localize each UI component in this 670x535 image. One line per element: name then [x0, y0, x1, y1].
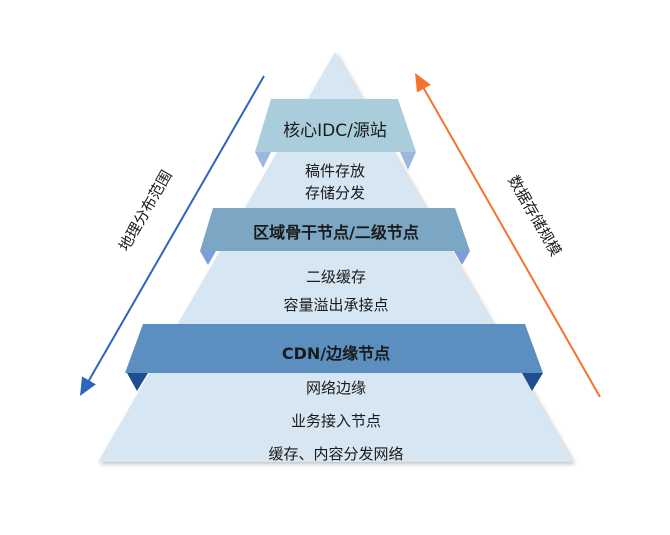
- tier-3-tab-left: [127, 373, 148, 391]
- tier-1-desc-2: 存储分发: [304, 184, 366, 202]
- tier-3-desc-2: 业务接入节点: [290, 412, 382, 430]
- tier-3-band: [125, 324, 543, 373]
- tier-1-tab-right: [400, 152, 416, 170]
- tier-1-tab-left: [255, 152, 271, 168]
- tier-2-desc-2: 容量溢出承接点: [283, 296, 389, 314]
- tier-2-desc-1: 二级缓存: [305, 268, 367, 286]
- tier-3-desc-3: 缓存、内容分发网络: [268, 445, 404, 463]
- tier-3-tab-right: [522, 373, 543, 391]
- storage-scale-arrow: [415, 73, 601, 398]
- tier-3-desc-1: 网络边缘: [305, 379, 367, 397]
- tier-2-tab-left: [200, 251, 216, 265]
- tier-3-title: CDN/边缘节点: [281, 344, 391, 363]
- tier-1-title: 核心IDC/源站: [283, 121, 387, 141]
- tier-1-band: [255, 99, 416, 152]
- tier-2-band: [200, 208, 470, 251]
- tier-2-tab-right: [454, 251, 470, 265]
- tier-1-desc-1: 稿件存放: [304, 162, 366, 180]
- geographic-range-arrow: [80, 75, 265, 396]
- tier-2-title: 区域骨干节点/二级节点: [253, 223, 419, 242]
